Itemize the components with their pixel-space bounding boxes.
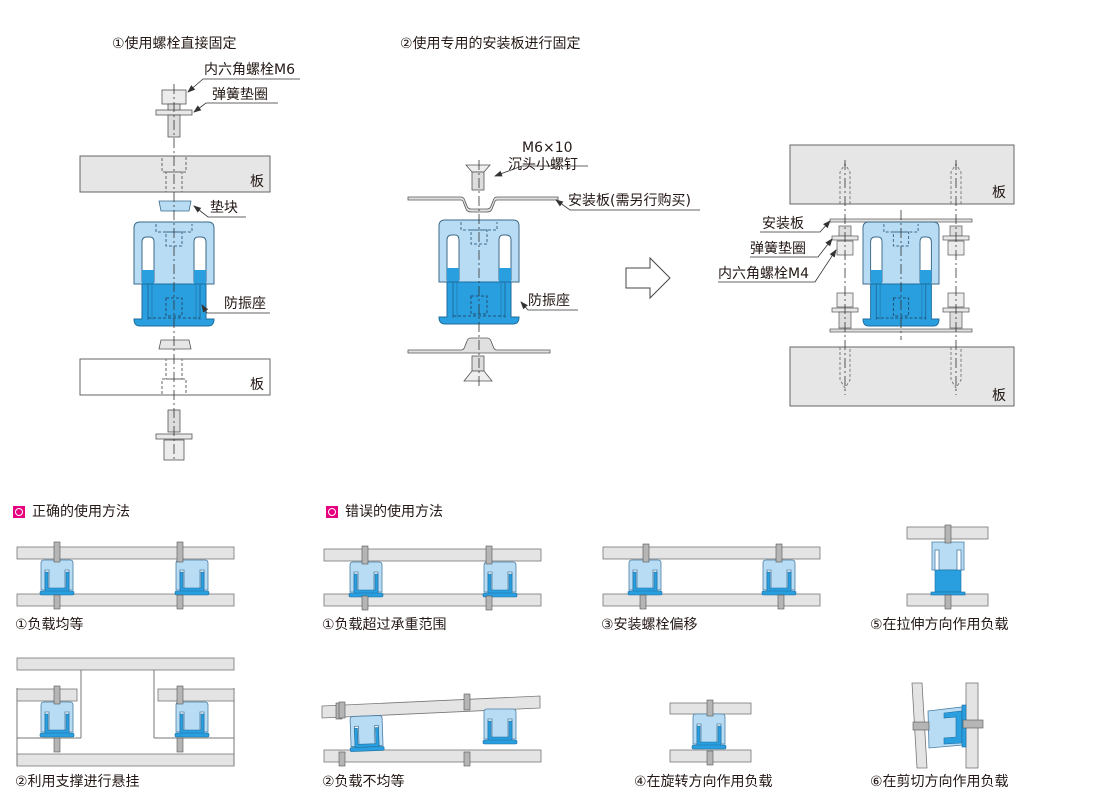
spacer-icon [158,200,192,212]
method2-bracket-label: 安装板(需另行购买) [568,193,691,209]
assembled-hex-bolt-label: 内六角螺栓M4 [718,266,809,282]
wrong-4-caption: ④在旋转方向作用负载 [634,774,773,790]
correct-marker-icon [13,506,25,518]
right-arrow-icon [625,256,671,300]
wrong-1-diagram [323,545,542,611]
method2-title: ②使用专用的安装板进行固定 [400,36,581,52]
method1-spacer-label: 垫块 [210,200,238,216]
assembled-spring-washer-label: 弹簧垫圈 [750,241,806,257]
wrong-3-diagram [602,543,821,610]
method2-drawing [407,160,700,388]
wrong-6-diagram [911,682,984,769]
method2-mount-label: 防振座 [528,293,570,309]
method1-hex-bolt-label: 内六角螺栓M6 [204,62,295,78]
wrong-2-caption: ②负载不均等 [322,774,405,790]
countersunk-screw-icon [471,171,485,191]
assembled-lower-plate-label: 板 [992,388,1006,404]
method1-spring-washer-label: 弹簧垫圈 [212,87,268,103]
mounting-bracket [407,196,559,213]
wrong-usage-heading: 错误的使用方法 [345,504,443,520]
method1-drawing [79,78,300,462]
wrong-4-diagram [669,699,752,766]
correct-1-caption: ①负载均等 [15,617,84,633]
method1-title: ①使用螺栓直接固定 [112,36,237,52]
method1-upper-plate-label: 板 [250,174,264,190]
assembled-drawing [718,144,1015,407]
wrong-5-diagram [906,524,989,610]
wrong-marker-icon [326,506,338,518]
method1-lower-plate-label: 板 [250,377,264,393]
correct-1-diagram [16,541,235,610]
wrong-1-caption: ①负载超过承重范围 [322,617,447,633]
correct-2-caption: ②利用支撑进行悬挂 [15,774,140,790]
method1-mount-label: 防振座 [224,296,266,312]
correct-usage-heading: 正确的使用方法 [32,504,130,520]
upper-plate [79,155,271,193]
assembled-upper-plate-label: 板 [992,185,1006,201]
wrong-2-diagram [321,693,542,767]
wrong-6-caption: ⑥在剪切方向作用负载 [870,774,1009,790]
wrong-3-caption: ③安装螺栓偏移 [601,617,698,633]
method2-screw-label: 沉头小螺钉 [508,157,578,173]
lower-plate [79,358,271,396]
method2-screw-size-label: M6×10 [522,140,573,156]
correct-2-diagram [16,657,235,767]
wrong-5-caption: ⑤在拉伸方向作用负载 [870,617,1009,633]
assembled-bracket-label: 安装板 [762,216,804,232]
